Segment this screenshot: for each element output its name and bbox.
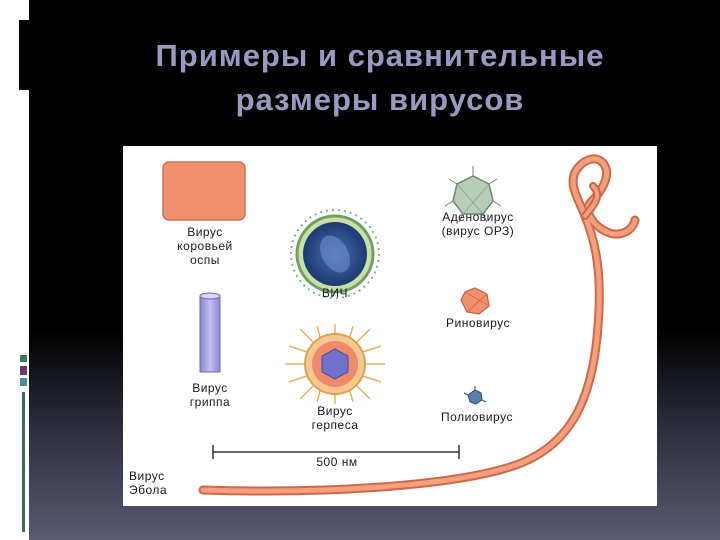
label-adenovirus: Аденовирус (вирус ОРЗ) (441, 210, 515, 238)
label-influenza-virus: Вирус гриппа (189, 381, 231, 409)
label-smallpox-virus: Вирус коровьей оспы (177, 225, 233, 267)
decor-mark-1 (20, 355, 27, 362)
label-poliovirus: Полиовирус (441, 410, 513, 424)
virus-comparison-figure: Вирус коровьей оспы ВИЧ Аденовирус (виру… (123, 146, 657, 506)
influenza-virus-shape (199, 292, 221, 373)
poliovirus-shape (463, 386, 487, 405)
slide-title-line-2: размеры вирусов (235, 82, 525, 117)
smallpox-virus-shape (162, 161, 246, 221)
hiv-virus-shape (290, 209, 380, 299)
label-rhinovirus: Риновирус (446, 316, 510, 330)
label-ebola-virus: Вирус Эбола (129, 469, 168, 497)
decor-block-top (19, 20, 29, 90)
ebola-virus-shape (198, 154, 640, 496)
scale-bar (212, 445, 460, 459)
virus-illustrations (162, 154, 640, 496)
slide-title-line-1: Примеры и сравнительные (155, 38, 605, 73)
decor-mark-3 (20, 378, 27, 386)
slide-title: Примеры и сравнительные размеры вирусов (60, 34, 700, 122)
decor-mark-2 (20, 366, 27, 375)
decor-line (22, 392, 25, 532)
rhinovirus-shape (460, 287, 490, 315)
herpes-virus-shape (285, 324, 385, 404)
adenovirus-shape (444, 166, 502, 223)
label-hiv: ВИЧ (321, 286, 349, 300)
label-herpes-virus: Вирус герпеса (311, 404, 359, 432)
scale-bar-label: 500 нм (316, 455, 358, 469)
